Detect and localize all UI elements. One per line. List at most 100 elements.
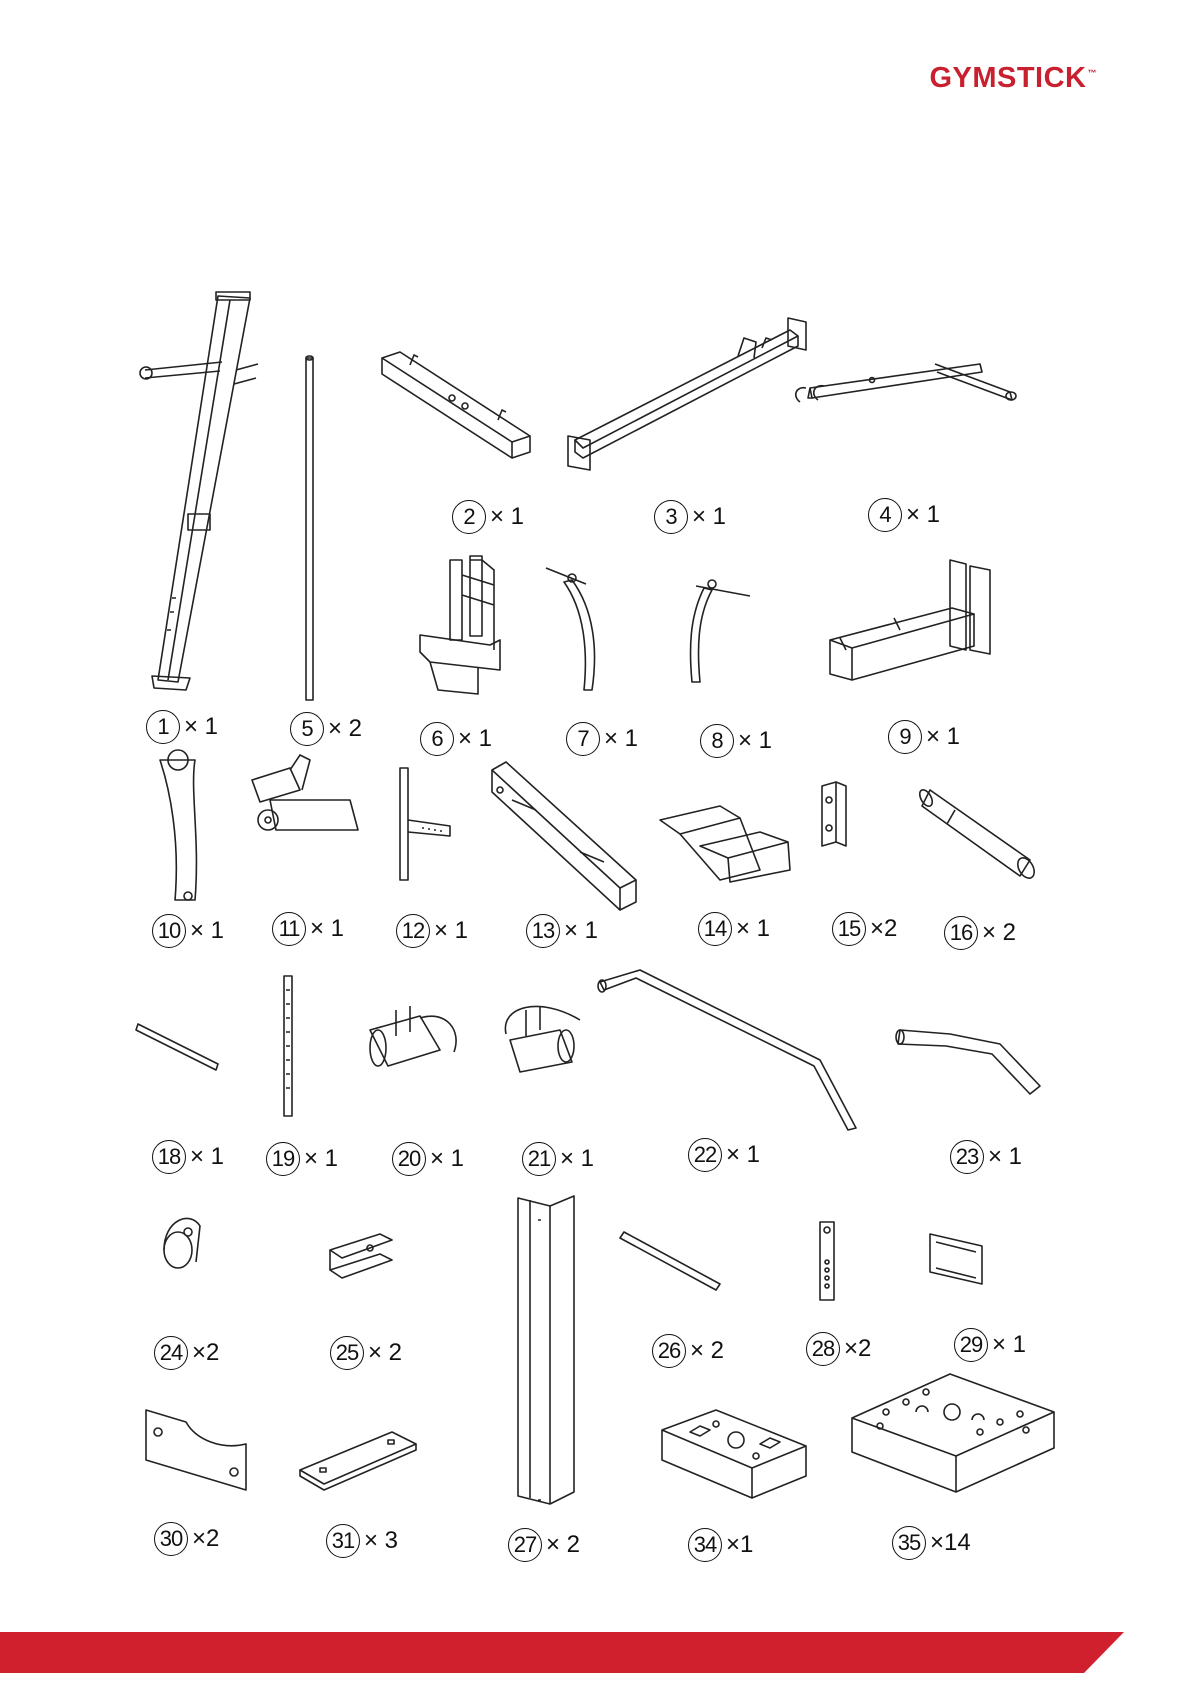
part-label: 6× 1 (420, 722, 492, 756)
part-quantity: × 1 (190, 917, 224, 945)
part-quantity: × 1 (926, 723, 960, 751)
part-15-drawing (822, 782, 846, 846)
part-number: 3 (654, 500, 688, 534)
footer-red-band (0, 1632, 1124, 1673)
part-label: 14× 1 (698, 912, 770, 946)
part-number: 29 (954, 1328, 988, 1362)
part-number: 22 (688, 1138, 722, 1172)
part-number: 34 (688, 1528, 722, 1562)
footer-bar (0, 1632, 1192, 1685)
part-quantity: × 2 (546, 1531, 580, 1559)
part-28-drawing (820, 1222, 834, 1300)
part-number: 19 (266, 1142, 300, 1176)
part-number: 9 (888, 720, 922, 754)
part-1-drawing (140, 292, 258, 690)
part-number: 30 (154, 1522, 188, 1556)
part-label: 24×2 (154, 1336, 219, 1370)
part-quantity: × 2 (368, 1339, 402, 1367)
part-label: 2× 1 (452, 500, 524, 534)
part-label: 9× 1 (888, 720, 960, 754)
part-2-drawing (382, 352, 530, 458)
part-7-drawing (546, 568, 595, 690)
part-number: 11 (272, 912, 306, 946)
part-11-drawing (252, 755, 358, 830)
part-3-drawing (568, 318, 806, 470)
part-quantity: ×2 (192, 1525, 219, 1553)
part-quantity: × 1 (560, 1145, 594, 1173)
part-number: 10 (152, 914, 186, 948)
part-quantity: × 1 (430, 1145, 464, 1173)
part-number: 20 (392, 1142, 426, 1176)
part-quantity: × 1 (692, 503, 726, 531)
part-number: 28 (806, 1332, 840, 1366)
part-label: 3× 1 (654, 500, 726, 534)
part-24-drawing (164, 1218, 200, 1268)
part-22-drawing (598, 970, 856, 1130)
part-label: 16× 2 (944, 916, 1016, 950)
part-label: 13× 1 (526, 914, 598, 948)
part-quantity: × 1 (184, 713, 218, 741)
part-quantity: × 1 (190, 1143, 224, 1171)
part-quantity: ×2 (870, 915, 897, 943)
part-quantity: × 1 (906, 501, 940, 529)
part-30-drawing (146, 1410, 246, 1490)
part-quantity: × 1 (310, 915, 344, 943)
part-label: 28×2 (806, 1332, 871, 1366)
part-label: 18× 1 (152, 1140, 224, 1174)
part-quantity: × 2 (982, 919, 1016, 947)
part-label: 12× 1 (396, 914, 468, 948)
part-quantity: × 1 (736, 915, 770, 943)
part-25-drawing (330, 1234, 392, 1278)
part-number: 25 (330, 1336, 364, 1370)
part-quantity: × 1 (992, 1331, 1026, 1359)
part-9-drawing (830, 560, 990, 680)
part-27-drawing (518, 1196, 574, 1504)
part-8-drawing (691, 580, 751, 682)
part-quantity: × 1 (490, 503, 524, 531)
part-number: 23 (950, 1140, 984, 1174)
part-number: 18 (152, 1140, 186, 1174)
part-number: 15 (832, 912, 866, 946)
part-label: 15×2 (832, 912, 897, 946)
part-number: 6 (420, 722, 454, 756)
part-number: 2 (452, 500, 486, 534)
part-quantity: × 1 (726, 1141, 760, 1169)
part-number: 31 (326, 1524, 360, 1558)
part-number: 4 (868, 498, 902, 532)
part-5-drawing (306, 356, 313, 700)
part-quantity: × 1 (304, 1145, 338, 1173)
part-18-drawing (136, 1024, 218, 1070)
part-23-drawing (896, 1030, 1040, 1094)
part-number: 12 (396, 914, 430, 948)
part-number: 26 (652, 1334, 686, 1368)
part-number: 21 (522, 1142, 556, 1176)
part-quantity: × 1 (458, 725, 492, 753)
part-14-drawing (660, 806, 790, 882)
part-label: 11× 1 (272, 912, 344, 946)
part-label: 1× 1 (146, 710, 218, 744)
part-quantity: × 1 (604, 725, 638, 753)
part-number: 13 (526, 914, 560, 948)
part-number: 35 (892, 1526, 926, 1560)
part-number: 24 (154, 1336, 188, 1370)
part-label: 25× 2 (330, 1336, 402, 1370)
part-29-drawing (930, 1234, 982, 1284)
part-number: 16 (944, 916, 978, 950)
part-label: 4× 1 (868, 498, 940, 532)
part-label: 34×1 (688, 1528, 753, 1562)
part-label: 35×14 (892, 1526, 971, 1560)
part-label: 29× 1 (954, 1328, 1026, 1362)
part-31-drawing (300, 1432, 416, 1490)
part-number: 7 (566, 722, 600, 756)
part-quantity: × 2 (690, 1337, 724, 1365)
part-4-drawing (796, 364, 1016, 402)
part-label: 21× 1 (522, 1142, 594, 1176)
part-label: 8× 1 (700, 724, 772, 758)
part-quantity: × 3 (364, 1527, 398, 1555)
part-6-drawing (420, 556, 500, 694)
part-label: 5× 2 (290, 712, 362, 746)
part-number: 1 (146, 710, 180, 744)
part-12-drawing (400, 768, 450, 880)
part-16-drawing (917, 788, 1037, 881)
